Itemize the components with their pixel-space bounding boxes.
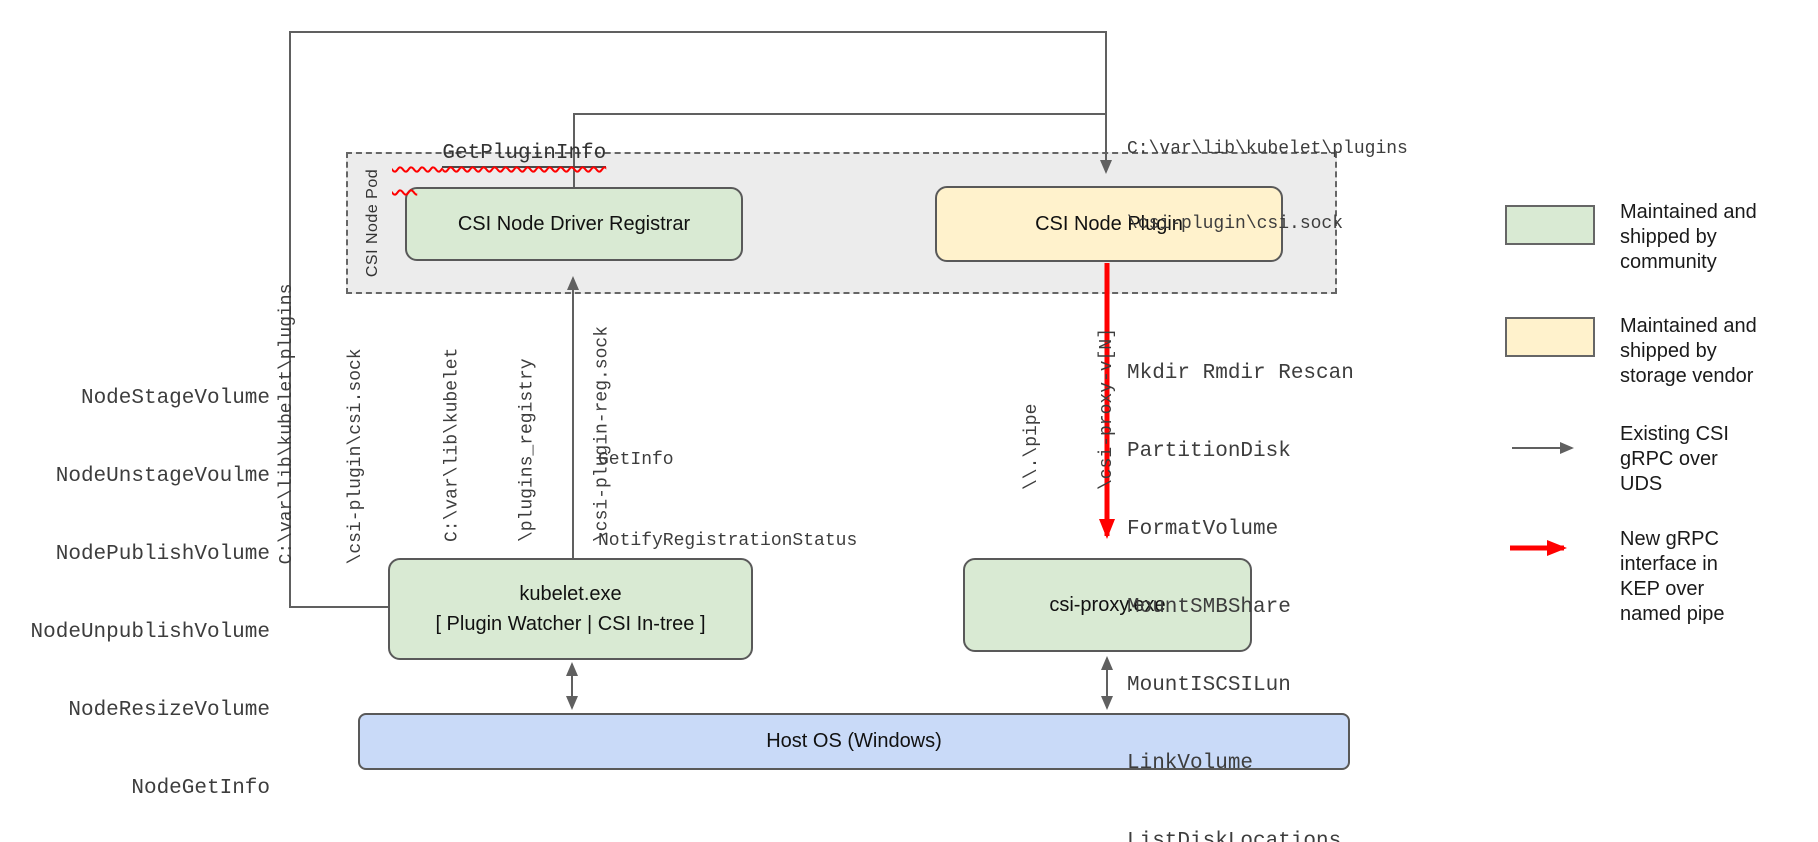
node-method-item: NodePublishVolume: [55, 543, 270, 566]
node-method-item: NodeUnstageVoulme: [55, 465, 270, 488]
kubelet-box: kubelet.exe [ Plugin Watcher | CSI In-tr…: [388, 558, 753, 660]
csi-proxy-label: csi-proxy.exe: [1049, 593, 1166, 616]
kubelet-sublabel: [ Plugin Watcher | CSI In-tree ]: [435, 613, 706, 635]
node-methods-list: NodeStageVolume NodeUnstageVoulme NodePu…: [20, 334, 270, 842]
vertical-label-line: \csi-plugin\csi.sock: [346, 348, 366, 565]
proxy-method-item: MountISCSILun: [1127, 674, 1291, 697]
node-method-item: NodeResizeVolume: [68, 699, 270, 722]
legend-community-label: Maintained and shipped by community: [1620, 201, 1757, 273]
vertical-label-line: C:\var\lib\kubelet\plugins: [277, 283, 297, 565]
plugin-socket-path-label: C:\var\lib\kubelet\plugins \csi-plugin\c…: [1127, 87, 1408, 287]
proxy-methods-list: Mkdir Rmdir Rescan PartitionDisk FormatV…: [1127, 309, 1354, 842]
proxy-method-item: LinkVolume: [1127, 752, 1254, 775]
proxy-method-item: FormatVolume: [1127, 518, 1279, 541]
getplugininfo-text: GetPluginInfo: [442, 142, 607, 168]
host-os-box: Host OS (Windows): [358, 713, 1350, 770]
legend-community-swatch: [1505, 205, 1595, 245]
csi-node-driver-registrar-box: CSI Node Driver Registrar: [405, 187, 743, 261]
legend-vendor-label: Maintained and shipped by storage vendor: [1620, 315, 1757, 387]
registration-calls-label: GetInfo NotifyRegistrationStatus: [598, 393, 857, 609]
proxy-method-item: MountSMBShare: [1127, 596, 1291, 619]
legend-existing-grpc-label: Existing CSI gRPC over UDS: [1620, 423, 1729, 495]
node-method-item: NodeGetInfo: [131, 777, 270, 800]
plugin-socket-path-line1: C:\var\lib\kubelet\plugins: [1127, 139, 1408, 159]
legend-vendor-swatch: [1505, 317, 1595, 357]
vertical-label-line: \csi-proxy-v[N]: [1097, 327, 1117, 491]
node-method-item: NodeUnpublishVolume: [30, 621, 270, 644]
proxy-method-item: Mkdir Rmdir Rescan: [1127, 362, 1354, 385]
proxy-method-item: PartitionDisk: [1127, 440, 1291, 463]
proxy-method-item: ListDiskLocations: [1127, 830, 1342, 842]
legend-new-grpc-label: New gRPC interface in KEP over named pip…: [1620, 528, 1725, 625]
csi-proxy-box: csi-proxy.exe: [963, 558, 1252, 652]
csi-node-pod-label: CSI Node Pod: [364, 168, 381, 278]
host-os-label: Host OS (Windows): [766, 730, 942, 752]
kubelet-label: kubelet.exe: [519, 583, 622, 605]
getplugininfo-label: GetPluginInfo: [392, 119, 607, 188]
registration-call: NotifyRegistrationStatus: [598, 531, 858, 551]
vertical-label-line: \\.\pipe: [1022, 403, 1042, 491]
registration-call: GetInfo: [598, 450, 674, 470]
csi-node-plugin-box: CSI Node Plugin: [935, 186, 1283, 262]
vertical-label-line: \plugins_registry: [517, 358, 538, 543]
registrar-label: CSI Node Driver Registrar: [457, 212, 691, 235]
plugin-socket-path-line2: \csi-plugin\csi.sock: [1127, 214, 1344, 234]
node-method-item: NodeStageVolume: [80, 387, 270, 410]
vertical-label-line: C:\var\lib\kubelet: [442, 347, 463, 543]
plugin-label: CSI Node Plugin: [1035, 212, 1183, 235]
